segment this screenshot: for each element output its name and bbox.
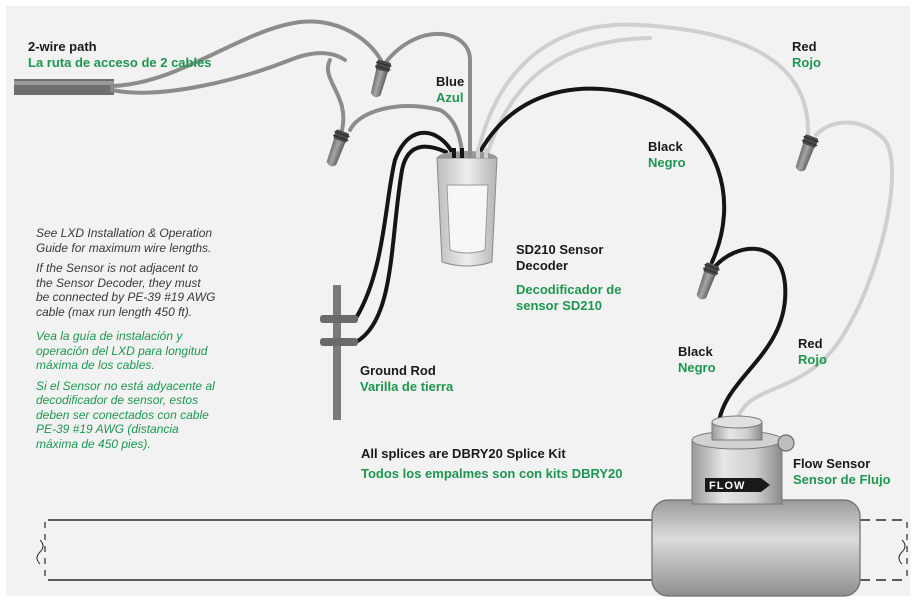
black-top-label: Black Negro: [648, 139, 686, 171]
decoder-label: SD210 Sensor Decoder Decodificador de se…: [516, 242, 621, 314]
black-top-label-es: Negro: [648, 155, 686, 170]
flow-sensor-label-en: Flow Sensor: [793, 456, 871, 471]
black-bottom-label: Black Negro: [678, 344, 716, 376]
red-bottom-label-en: Red: [798, 336, 823, 351]
note-es-1-line: Vea la guía de instalación y: [36, 329, 183, 343]
two-wire-label-en: 2-wire path: [28, 39, 97, 54]
sensor-decoder-drawing: [436, 148, 498, 267]
decoder-label-es-1: Decodificador de: [516, 282, 622, 297]
note-es-1-line: operación del LXD para longitud: [36, 343, 208, 358]
decoder-label-en-1: SD210 Sensor: [516, 242, 604, 257]
blue-wires: [110, 19, 472, 154]
blue-label-es: Azul: [436, 90, 464, 105]
blue-label-en: Blue: [436, 74, 465, 89]
black-bottom-label-en: Black: [678, 344, 713, 359]
note-es-2: Si el Sensor no está adyacente al decodi…: [36, 379, 281, 452]
ground-rod-label-en: Ground Rod: [360, 363, 436, 378]
ground-rod-drawing: [320, 285, 358, 420]
two-wire-label: 2-wire path La ruta de acceso de 2 cable…: [28, 39, 212, 71]
splices-label-en: All splices are DBRY20 Splice Kit: [361, 446, 566, 461]
splice-black: [692, 261, 722, 303]
flow-sensor-label-es: Sensor de Flujo: [793, 472, 891, 487]
red-top-label-es: Rojo: [792, 55, 821, 70]
flow-badge-text: FLOW: [709, 480, 745, 492]
ground-rod-label: Ground Rod Varilla de tierra: [360, 363, 453, 395]
black-bottom-label-es: Negro: [678, 360, 716, 375]
note-en-2-line: be connected by PE-39 #19 AWG: [36, 290, 216, 304]
water-pipe: [36, 519, 908, 581]
installation-notes: See LXD Installation & Operation Guide f…: [36, 226, 281, 457]
decoder-label-en-2: Decoder: [516, 258, 569, 273]
note-es-2-line: deben ser conectados con cable: [36, 407, 209, 422]
black-top-label-en: Black: [648, 139, 683, 154]
ground-rod-label-es: Varilla de tierra: [360, 379, 454, 394]
note-en-2: If the Sensor is not adjacent to the Sen…: [36, 261, 281, 319]
note-en-2-line: If the Sensor is not adjacent to: [36, 261, 199, 275]
note-es-2-line: Si el Sensor no está adyacente al: [36, 378, 215, 393]
flow-sensor-drawing: FLOW: [651, 415, 861, 597]
red-bottom-label: Red Rojo: [798, 336, 827, 368]
note-es-2-line: máxima de 450 pies).: [36, 436, 151, 451]
decoder-label-es-2: sensor SD210: [516, 298, 602, 313]
red-top-label-en: Red: [792, 39, 817, 54]
black-wires: [354, 86, 788, 432]
splice-red-top: [791, 133, 821, 175]
note-es-2-line: PE-39 #19 AWG (distancia: [36, 422, 179, 436]
note-en-2-line: the Sensor Decoder, they must: [36, 275, 201, 290]
splices-label: All splices are DBRY20 Splice Kit Todos …: [361, 444, 623, 484]
red-bottom-label-es: Rojo: [798, 352, 827, 367]
note-en-1-line: Guide for maximum wire lengths.: [36, 240, 212, 255]
splices-label-es: Todos los empalmes son con kits DBRY20: [361, 466, 623, 481]
note-en-1: See LXD Installation & Operation Guide f…: [36, 226, 281, 255]
splice-blue-1: [366, 58, 393, 100]
note-es-1: Vea la guía de instalación y operación d…: [36, 329, 281, 373]
blue-label: Blue Azul: [436, 74, 464, 106]
red-top-label: Red Rojo: [792, 39, 821, 71]
note-en-1-line: See LXD Installation & Operation: [36, 226, 213, 240]
two-wire-label-es: La ruta de acceso de 2 cables: [28, 55, 212, 70]
flow-sensor-label: Flow Sensor Sensor de Flujo: [793, 456, 891, 488]
note-en-2-line: cable (max run length 450 ft).: [36, 304, 193, 319]
note-es-1-line: máxima de los cables.: [36, 358, 155, 372]
two-wire-cable: [14, 79, 114, 95]
note-es-2-line: decodificador de sensor, estos: [36, 393, 199, 407]
splice-blue-2: [322, 128, 352, 170]
